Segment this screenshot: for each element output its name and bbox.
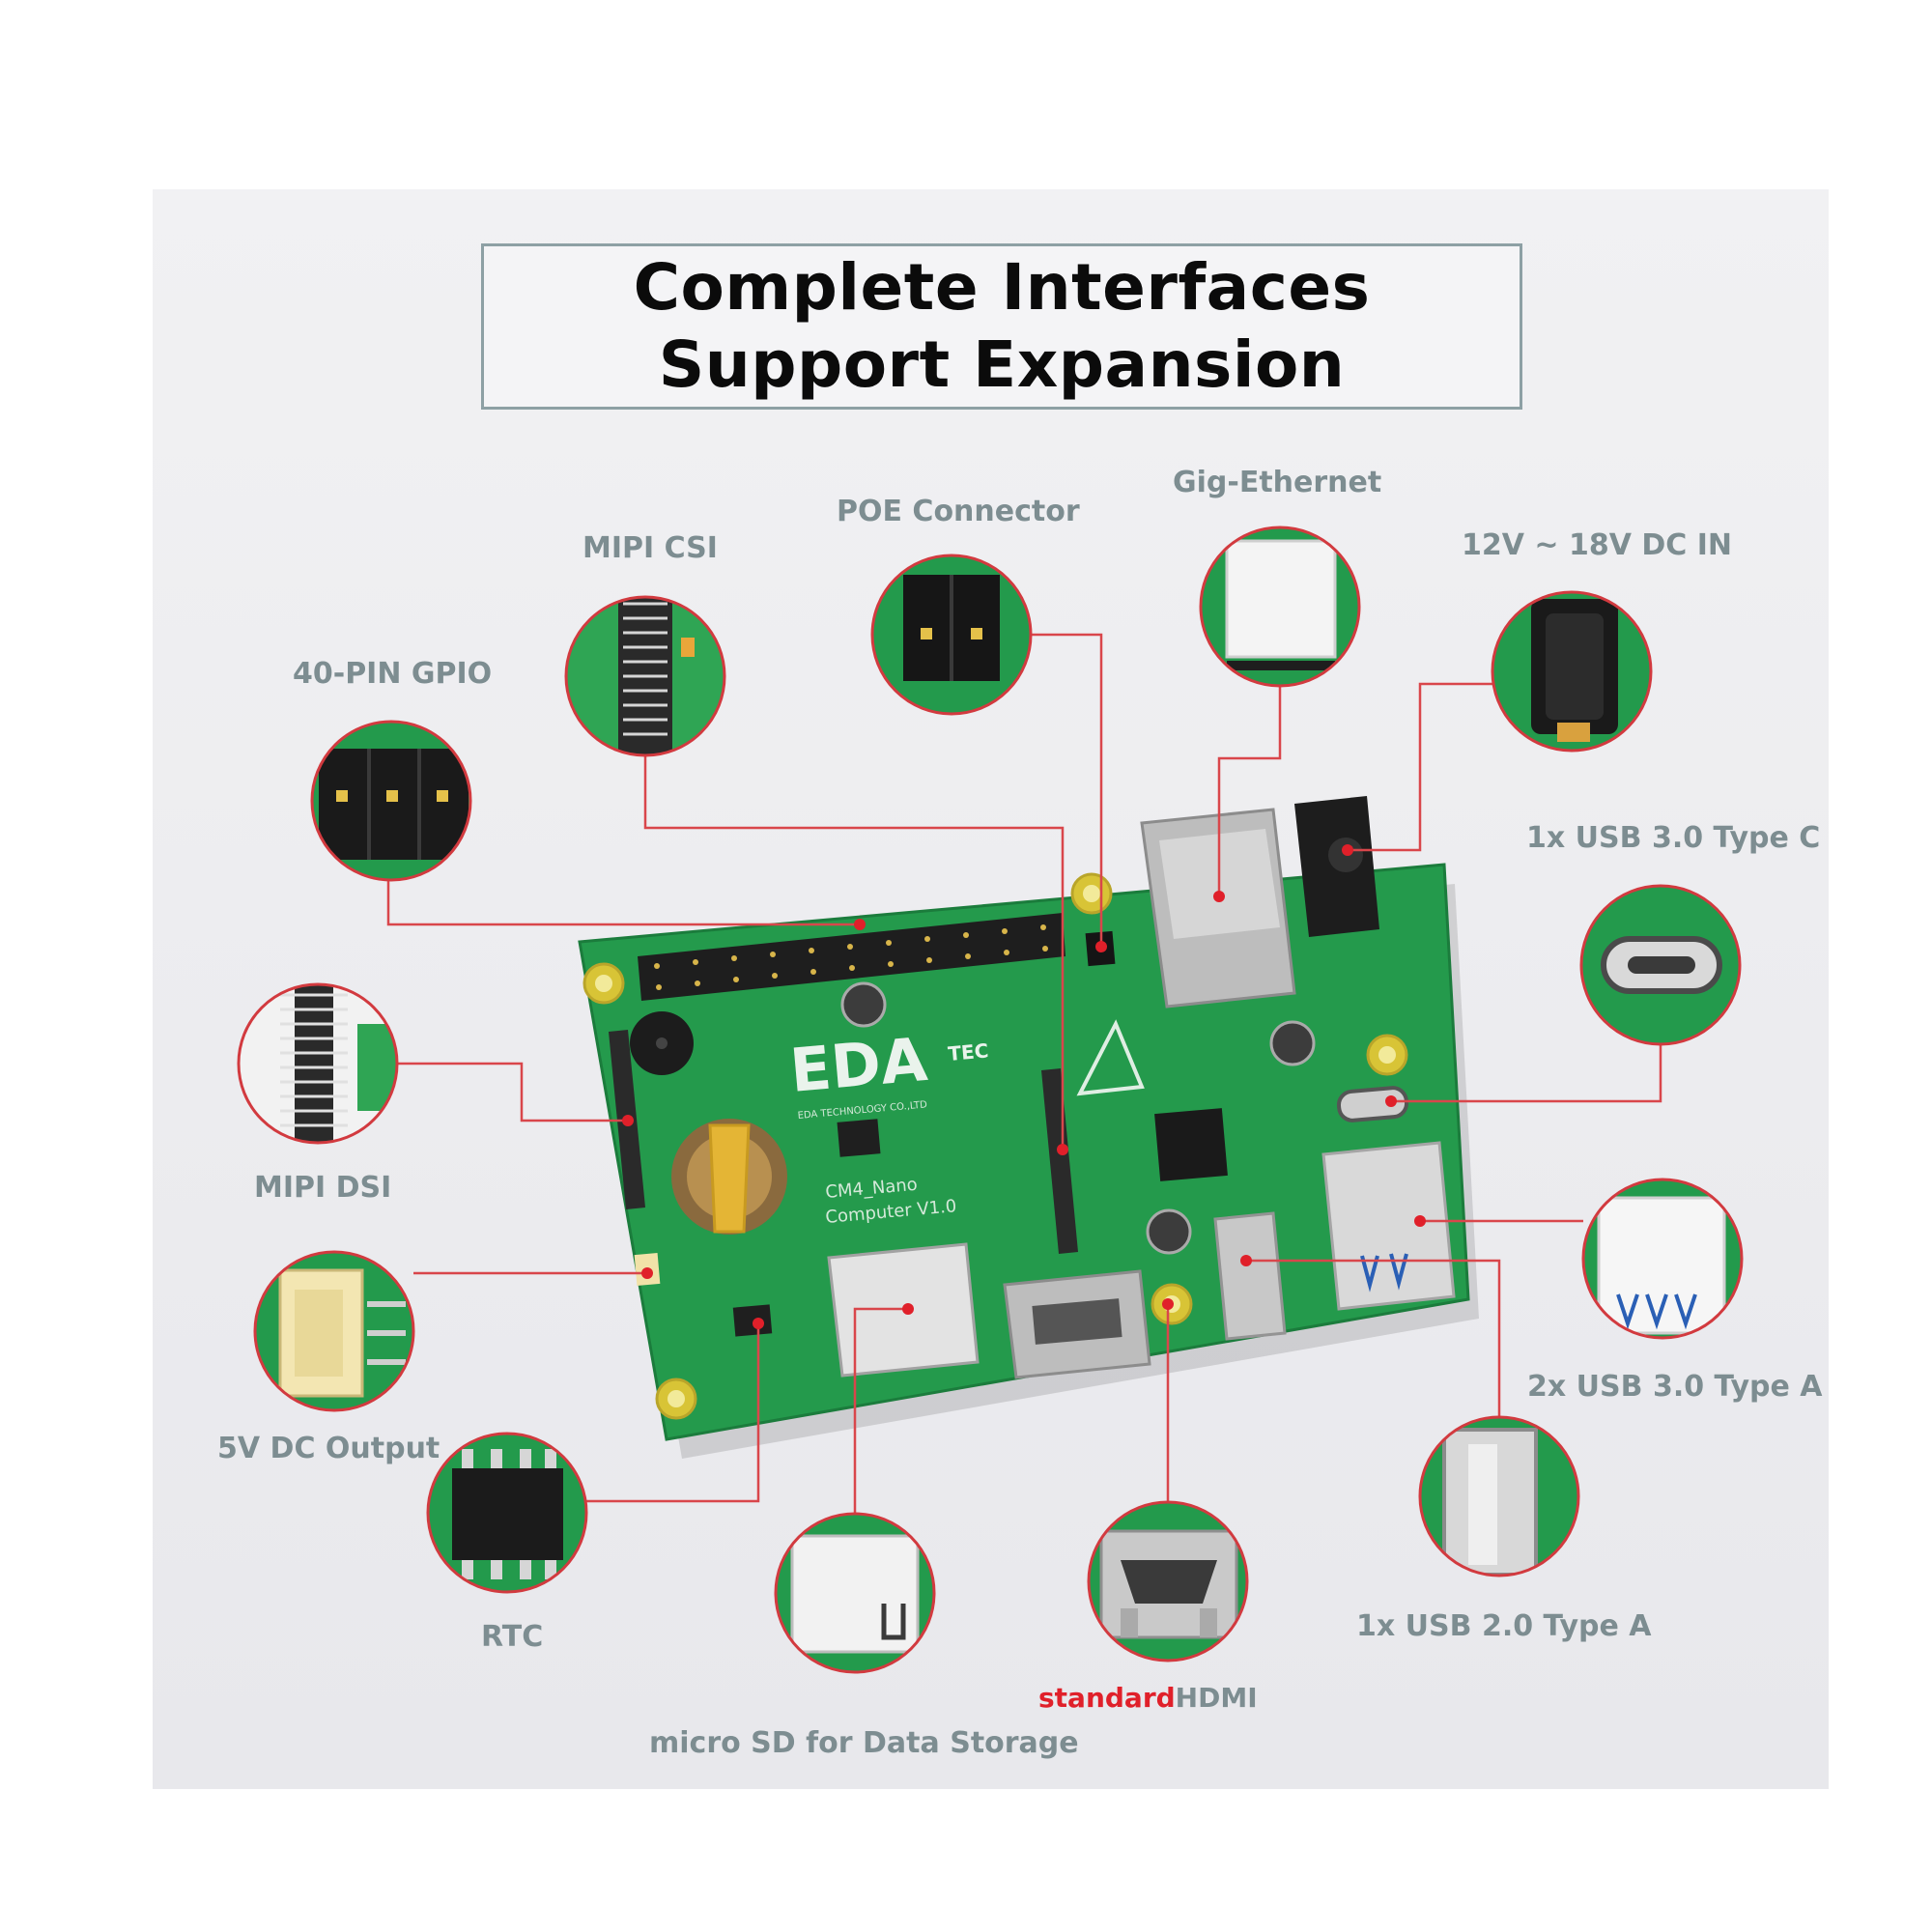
usb-c-port-icon <box>1601 936 1722 994</box>
callout-poe <box>870 554 1033 716</box>
leader-csi <box>643 755 1065 1150</box>
leader-eth <box>1217 686 1282 896</box>
leader-dots <box>622 844 1426 1329</box>
label-dc-in: 12V ~ 18V DC IN <box>1462 528 1733 562</box>
leader-sd <box>853 1307 908 1514</box>
board: EDA TEC EDA TECHNOLOGY CO.,LTD CM4_Nano … <box>578 796 1479 1459</box>
leader-gpio <box>386 880 860 926</box>
label-hdmi: standardHDMI <box>1038 1682 1258 1714</box>
leader-dc <box>1348 682 1492 852</box>
capacitor <box>1146 1208 1192 1255</box>
board-brand-suffix: TEC <box>947 1038 989 1065</box>
label-dc-out: 5V DC Output <box>217 1432 440 1465</box>
leader-poe <box>1031 633 1103 947</box>
label-poe: POE Connector <box>837 495 1080 528</box>
label-mipi-dsi: MIPI DSI <box>254 1171 392 1205</box>
label-rtc: RTC <box>481 1620 544 1654</box>
ribbon-connector-icon <box>618 597 695 755</box>
leader-dsi <box>397 1062 628 1122</box>
sd-slot-icon <box>790 1534 920 1654</box>
title-line-2: Support Expansion <box>658 327 1346 402</box>
label-mipi-csi: MIPI CSI <box>582 531 718 565</box>
usb2-port-board <box>1213 1211 1287 1341</box>
jst-connector-icon <box>278 1268 406 1398</box>
poe-jumper-icon <box>903 575 1000 681</box>
ic-chip <box>837 1119 881 1157</box>
label-usb3a: 2x USB 3.0 Type A <box>1527 1370 1823 1404</box>
callout-ethernet <box>1199 526 1361 688</box>
title-box: Complete Interfaces Support Expansion <box>481 243 1522 410</box>
usb-a-port-icon <box>1442 1428 1538 1576</box>
label-hdmi-accent: standard <box>1038 1682 1176 1714</box>
leader-lines <box>386 633 1662 1514</box>
rtc-chip-board <box>732 1304 773 1337</box>
dc-barrel-jack-icon <box>1531 599 1618 742</box>
callout-dc-out <box>253 1250 415 1412</box>
callout-dc-in <box>1491 590 1653 753</box>
rj45-port-icon <box>1225 539 1337 670</box>
usb-a-port-icon <box>1597 1196 1726 1335</box>
callout-usb2a <box>1418 1415 1580 1577</box>
title-line-1: Complete Interfaces <box>633 250 1371 325</box>
ribbon-connector-icon <box>280 984 396 1143</box>
callout-rtc <box>426 1432 588 1594</box>
capacitor <box>840 981 887 1028</box>
label-gpio: 40-PIN GPIO <box>293 657 493 691</box>
board-brand: EDA <box>787 1024 930 1106</box>
rtc-chip-icon <box>452 1449 563 1579</box>
label-sd: micro SD for Data Storage <box>649 1726 1079 1760</box>
label-usb-c: 1x USB 3.0 Type C <box>1526 821 1821 855</box>
esd-symbol <box>1076 1019 1145 1096</box>
leader-usbc <box>1391 1044 1662 1103</box>
hdmi-port-icon <box>1099 1529 1238 1639</box>
callout-usb-c <box>1579 884 1742 1046</box>
usb-c-board <box>1336 1086 1409 1122</box>
callout-mipi-csi <box>564 595 726 757</box>
leader-rtc <box>586 1323 760 1503</box>
leader-usb2 <box>1246 1259 1501 1417</box>
gpio-header <box>638 913 1065 1001</box>
processor-chip <box>1154 1108 1228 1181</box>
callout-gpio <box>310 720 472 882</box>
callout-sd <box>774 1512 936 1674</box>
csi-connector-board <box>1041 1068 1078 1254</box>
label-ethernet: Gig-Ethernet <box>1173 466 1382 499</box>
gpio-header-icon <box>319 749 469 860</box>
usb3-port-board <box>1321 1141 1456 1311</box>
callout-mipi-dsi <box>237 982 399 1145</box>
label-usb2a: 1x USB 2.0 Type A <box>1356 1609 1652 1643</box>
callout-hdmi <box>1087 1500 1249 1662</box>
capacitor <box>1269 1020 1316 1066</box>
callout-usb3a <box>1581 1178 1744 1340</box>
label-hdmi-main: HDMI <box>1175 1682 1258 1714</box>
